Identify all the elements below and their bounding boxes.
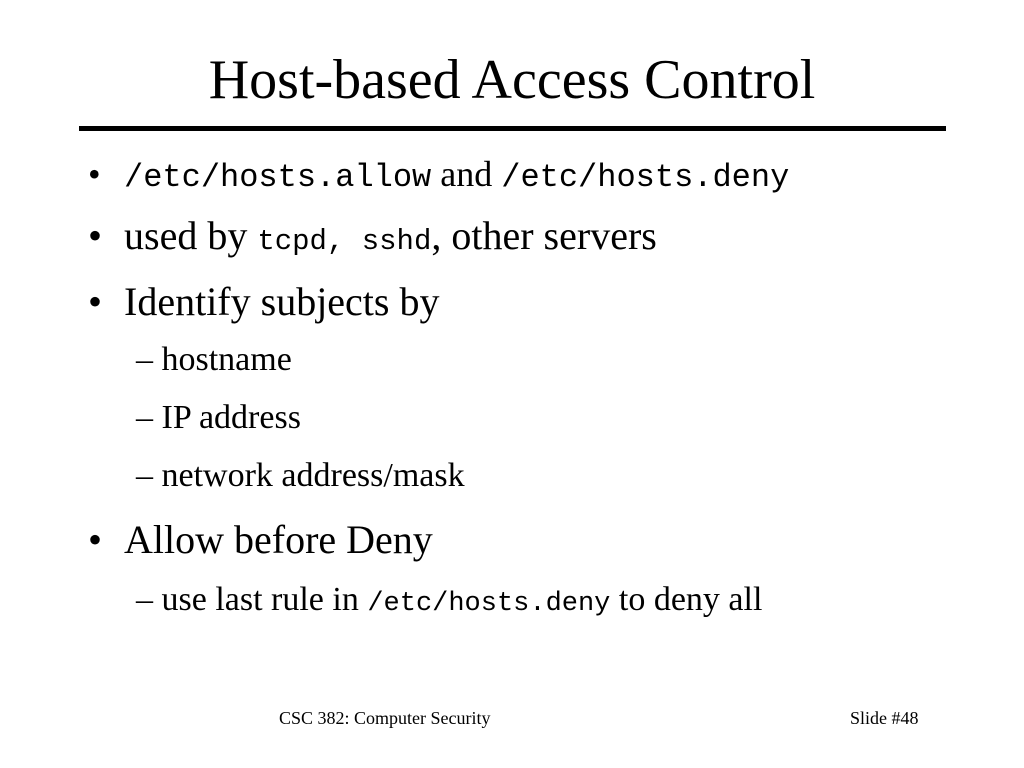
slide-title: Host-based Access Control: [208, 49, 816, 111]
subitem-last-rule: – use last rule in /etc/hosts.deny to de…: [136, 580, 762, 624]
hosts-deny-path: /etc/hosts.deny: [501, 159, 790, 196]
bullet-marker: •: [88, 213, 103, 258]
bullet-allow-before-deny: • Allow before Deny: [88, 516, 433, 564]
title-underline: [79, 126, 946, 131]
subitem-text-deny-all: to deny all: [610, 581, 763, 618]
bullet-text-used-by: used by: [124, 213, 258, 258]
bullet-marker: •: [88, 154, 101, 194]
bullet-used-by: • used by tcpd, sshd, other servers: [88, 212, 657, 266]
bullet-hosts-files: • /etc/hosts.allow and /etc/hosts.deny: [88, 150, 790, 202]
footer-slide-number: Slide #48: [850, 708, 919, 728]
hosts-allow-path: /etc/hosts.allow: [124, 159, 432, 196]
subitem-ip-address: – IP address: [136, 399, 301, 436]
bullet-text-and: and: [431, 154, 502, 194]
subitem-hostname: – hostname: [136, 341, 292, 378]
subitem-network-mask: – network address/mask: [136, 457, 465, 494]
bullet-marker: •: [88, 279, 103, 324]
hosts-deny-path: /etc/hosts.deny: [367, 589, 611, 619]
bullet-text: Identify subjects by: [124, 279, 440, 324]
subitem-text-use-last-rule: – use last rule in: [136, 581, 368, 618]
server-names: tcpd, sshd: [257, 225, 432, 258]
footer-course: CSC 382: Computer Security: [279, 708, 491, 728]
bullet-marker: •: [88, 517, 103, 562]
bullet-text: Allow before Deny: [124, 517, 433, 562]
bullet-text-other-servers: , other servers: [431, 213, 657, 258]
bullet-identify-subjects: • Identify subjects by: [88, 278, 440, 326]
